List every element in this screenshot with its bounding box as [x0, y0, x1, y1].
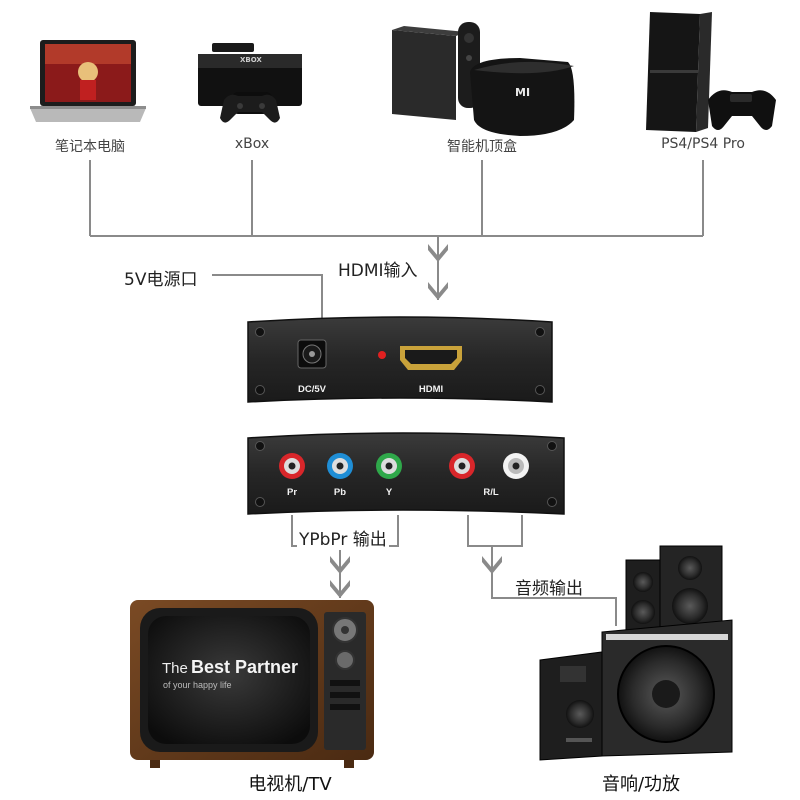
mi-logo: MI [515, 86, 531, 99]
tv-screen-text-tagline: of your happy life [163, 680, 232, 690]
tv-screen-text-the: The [162, 660, 188, 677]
power-port-label: 5V电源口 [124, 270, 198, 290]
port-label-pb: Pb [333, 487, 347, 498]
converter-bottom-panel [247, 432, 565, 515]
output-label-tv: 电视机/TV [248, 774, 332, 795]
source-label-xbox: xBox [234, 136, 270, 152]
output-label-speakers: 音响/功放 [601, 774, 681, 795]
speaker-system-icon [539, 545, 733, 761]
source-label-laptop: 笔记本电脑 [55, 139, 125, 155]
hdmi-port-label: HDMI [418, 384, 444, 395]
rca-port-audio-right [449, 453, 475, 479]
rca-port-y [376, 453, 402, 479]
hdmi-input-label: HDMI输入 [338, 261, 418, 281]
tv-screen-text-best-partner: Best Partner [191, 657, 299, 677]
audio-output-label: 音频输出 [515, 579, 583, 599]
hdmi-port [400, 346, 462, 370]
port-label-rl: R/L [483, 487, 499, 498]
set-top-box-icon [392, 22, 575, 136]
dc-power-jack [297, 339, 327, 369]
rca-port-audio-left [503, 453, 529, 479]
port-label-y: Y [385, 487, 393, 498]
xbox-logo: XBOX [240, 56, 262, 64]
port-label-pr: Pr [286, 487, 298, 498]
tv-knob-icon [335, 650, 355, 670]
source-label-ps4: PS4/PS4 Pro [661, 136, 745, 152]
ypbpr-output-arrow [330, 556, 350, 598]
laptop-icon [30, 40, 146, 122]
hdmi-input-arrow [428, 244, 448, 300]
source-bus-lines [89, 160, 704, 300]
ypbpr-output-label: YPbPr 输出 [297, 525, 389, 550]
power-led [378, 351, 386, 359]
power-leader-line [212, 274, 323, 322]
source-label-set-top-box: 智能机顶盒 [447, 139, 517, 155]
audio-output-arrow [482, 556, 502, 574]
tv-icon [130, 600, 374, 768]
xbox-console-icon [198, 43, 302, 123]
rca-port-pr [279, 453, 305, 479]
dc-jack-label: DC/5V [298, 384, 326, 395]
rca-port-pb [327, 453, 353, 479]
ps4-console-icon [646, 12, 776, 132]
